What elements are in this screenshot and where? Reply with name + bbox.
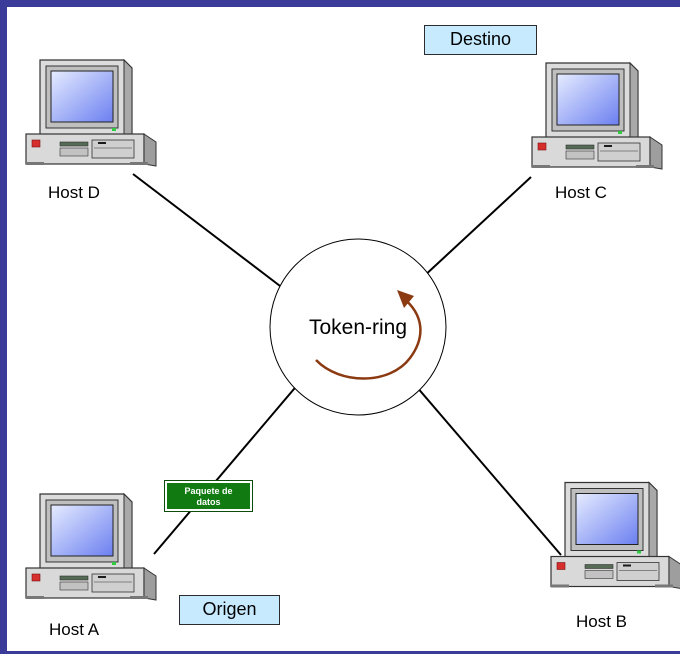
token-direction-arrow [315,296,422,380]
packet-label-line-2: datos [196,497,221,507]
link-host-d [132,173,285,290]
origin-tag: Origen [179,595,280,625]
link-host-b [409,378,562,556]
host-c-computer[interactable] [531,62,663,170]
host-b-computer[interactable] [550,481,680,590]
token-ring-label: Token-ring [308,316,408,339]
link-host-c [421,176,532,279]
host-b-label: Host B [576,612,628,631]
host-c-label: Host C [555,183,607,202]
host-d-label: Host D [48,183,100,202]
host-a-computer[interactable] [25,493,157,601]
host-a-label: Host A [49,620,100,639]
token-ring-circle [269,238,447,416]
destination-tag: Destino [424,25,537,55]
arrow-head [397,290,414,308]
packet-label-line-1: Paquete de [184,486,233,496]
data-packet: Paquete de datos [164,480,253,512]
host-d-computer[interactable] [25,59,157,167]
link-host-a [153,375,306,555]
